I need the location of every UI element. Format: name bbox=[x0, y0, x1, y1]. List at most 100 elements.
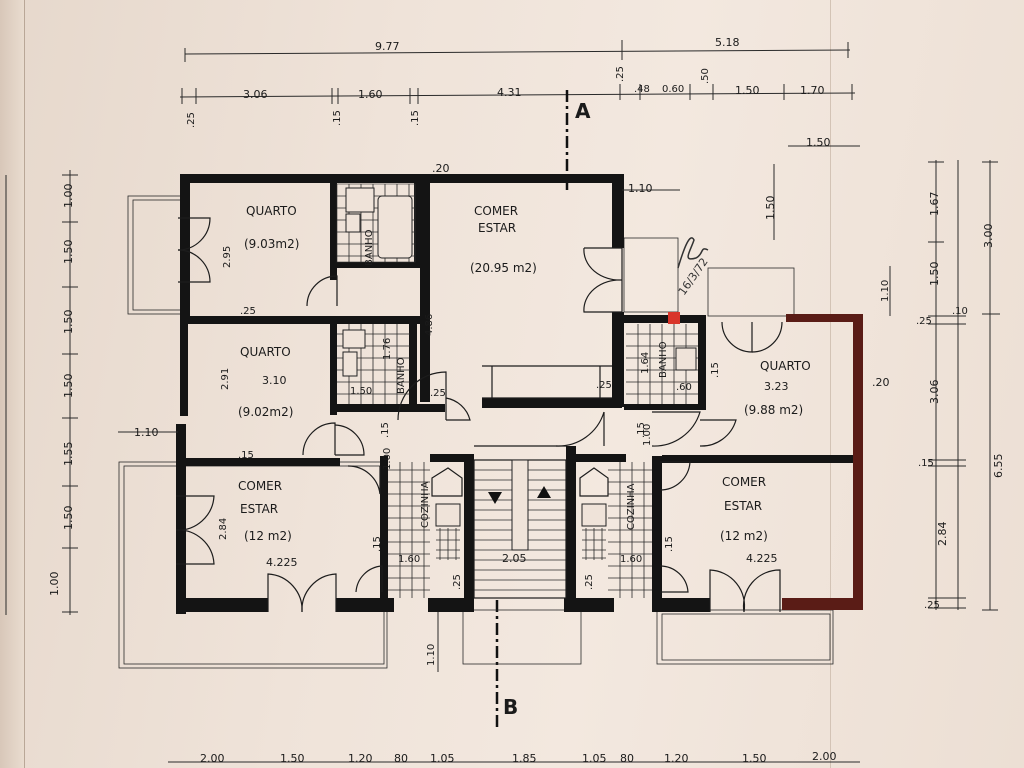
walls bbox=[176, 174, 863, 614]
dim-bottom-5: 1.05 bbox=[430, 752, 455, 765]
dim-top-25b: .25 bbox=[615, 66, 626, 82]
room-area-comer-estar-top: (20.95 m2) bbox=[470, 261, 537, 275]
room-label-estar-top: ESTAR bbox=[478, 221, 516, 235]
dim-top-wall-20: .20 bbox=[432, 162, 450, 175]
room-label-comer-left: COMER bbox=[238, 479, 282, 493]
dim-misc-15a: .15 bbox=[380, 422, 391, 438]
dim-comer-estar-left-height: 2.84 bbox=[218, 518, 229, 540]
dim-left-3: 1.50 bbox=[62, 310, 75, 335]
dim-right-c2-2: 6.55 bbox=[992, 454, 1005, 479]
dim-comer-estar-top: 4.86 bbox=[424, 314, 435, 336]
dim-top-25a: .25 bbox=[186, 112, 197, 128]
dim-left-5: 1.55 bbox=[62, 442, 75, 467]
dim-bottom-7: 1.05 bbox=[582, 752, 607, 765]
dim-top-15b: .15 bbox=[410, 110, 421, 126]
dim-right-c2-1: 3.00 bbox=[982, 224, 995, 249]
room-area-quarto-2: (9.02m2) bbox=[238, 405, 293, 419]
bottom-dimension-chain: 2.00 1.50 1.20 80 1.05 1.85 1.05 80 1.20… bbox=[168, 750, 860, 765]
dim-left-7: 1.00 bbox=[48, 572, 61, 597]
dim-bottom-10: 1.50 bbox=[742, 752, 767, 765]
dim-cozinha-left-3: .15 bbox=[372, 536, 383, 552]
stairs: 2.05 bbox=[473, 445, 567, 599]
dim-right-c1-2: 1.50 bbox=[928, 262, 941, 287]
dim-quarto-1-wall: .25 bbox=[240, 306, 256, 317]
right-dimension-chain: 1.50 1.50 1.10 1.10 .10 .20 1.67 1.50 .2… bbox=[622, 136, 1005, 611]
dim-top-1-50: 1.50 bbox=[735, 84, 760, 97]
section-line-a: A bbox=[565, 90, 591, 190]
dim-top-50: .50 bbox=[700, 68, 711, 84]
room-label-comer-top-1: COMER bbox=[474, 204, 518, 218]
dim-top-1-60: 1.60 bbox=[358, 88, 383, 101]
dim-quarto-3-wall: .15 bbox=[710, 362, 721, 378]
dim-misc-15b: .15 bbox=[636, 422, 647, 438]
room-label-banho-1: BANHO bbox=[364, 229, 375, 266]
dim-bottom-4: 80 bbox=[394, 752, 408, 765]
dim-right-c1-7: .25 bbox=[924, 600, 940, 611]
room-label-comer-right: COMER bbox=[722, 475, 766, 489]
dim-quarto-2-wall: .15 bbox=[238, 450, 254, 461]
doors bbox=[175, 217, 783, 613]
dim-quarto-2-height: 2.91 bbox=[220, 368, 231, 390]
dim-cozinha-right-2: .25 bbox=[584, 574, 595, 590]
handwritten-note: 16/3/72 bbox=[676, 237, 711, 298]
left-dimension-chain: 1.00 1.50 1.50 1.50 1.55 1.50 1.00 1.10 bbox=[5, 170, 178, 615]
room-label-banho-2: BANHO bbox=[396, 357, 407, 394]
dim-bottom-6: 1.85 bbox=[512, 752, 537, 765]
dim-right-150-v: 1.50 bbox=[764, 196, 777, 221]
dim-top-4-31: 4.31 bbox=[497, 86, 522, 99]
dim-misc-100a: 1.00 bbox=[382, 448, 393, 470]
section-marker-a: A bbox=[575, 99, 591, 123]
room-labels: QUARTO (9.03m2) 2.95 .25 BANHO COMER EST… bbox=[218, 162, 811, 590]
dim-quarto-3-width: 3.23 bbox=[764, 380, 789, 393]
dim-banho-3: 1.64 bbox=[640, 352, 651, 374]
dim-misc-25a: .25 bbox=[430, 388, 446, 399]
dim-banho-2-width: 1.50 bbox=[350, 386, 372, 397]
room-area-quarto-3: (9.88 m2) bbox=[744, 403, 803, 417]
room-label-quarto-2: QUARTO bbox=[240, 345, 291, 359]
interior-dims: .25 .25 .15 .15 1.00 1.00 1.10 bbox=[380, 380, 653, 672]
dim-left-6: 1.50 bbox=[62, 506, 75, 531]
stair-width-dim: 2.05 bbox=[502, 552, 527, 565]
dim-bottom-9: 1.20 bbox=[664, 752, 689, 765]
room-area-comer-estar-left: (12 m2) bbox=[244, 529, 292, 543]
dim-right-150-h: 1.50 bbox=[806, 136, 831, 149]
section-line-b: B bbox=[495, 600, 518, 730]
room-label-estar-left: ESTAR bbox=[240, 502, 278, 516]
section-marker-b: B bbox=[503, 695, 518, 719]
dim-left-1: 1.00 bbox=[62, 184, 75, 209]
room-label-cozinha-right: COZINHA bbox=[626, 483, 637, 530]
dim-quarto-2-width: 3.10 bbox=[262, 374, 287, 387]
room-label-cozinha-left: COZINHA bbox=[420, 481, 431, 528]
dim-cozinha-right: 1.60 bbox=[620, 554, 642, 565]
dim-cozinha-left: 1.60 bbox=[398, 554, 420, 565]
dim-right-c1-4: 3.06 bbox=[928, 380, 941, 405]
dim-bottom-2: 1.50 bbox=[280, 752, 305, 765]
dim-left-balcony: 1.10 bbox=[134, 426, 159, 439]
room-label-estar-right: ESTAR bbox=[724, 499, 762, 513]
dim-top-5-18: 5.18 bbox=[715, 36, 740, 49]
dim-right-c1-6: 2.84 bbox=[936, 522, 949, 547]
dim-right-110-side: 1.10 bbox=[880, 280, 891, 302]
dim-top-060: 0.60 bbox=[662, 84, 684, 95]
room-label-quarto-1: QUARTO bbox=[246, 204, 297, 218]
dim-top-3-06: 3.06 bbox=[243, 88, 268, 101]
room-label-quarto-3: QUARTO bbox=[760, 359, 811, 373]
dim-comer-estar-left: 4.225 bbox=[266, 556, 298, 569]
dim-right-20: .20 bbox=[872, 376, 890, 389]
dim-misc-110: 1.10 bbox=[426, 644, 437, 666]
dim-left-4: 1.50 bbox=[62, 374, 75, 399]
paper-edge-left bbox=[0, 0, 25, 768]
room-area-quarto-1: (9.03m2) bbox=[244, 237, 299, 251]
dim-cozinha-right-3: .15 bbox=[664, 536, 675, 552]
dim-top-15a: .15 bbox=[332, 110, 343, 126]
dim-banho-3-width: .60 bbox=[676, 382, 692, 393]
dim-misc-100b: 1.00 bbox=[642, 424, 653, 446]
dim-comer-estar-right: 4.225 bbox=[746, 552, 778, 565]
dim-right-10: .10 bbox=[952, 306, 968, 317]
dim-top-9-77: 9.77 bbox=[375, 40, 400, 53]
handwritten-date: 16/3/72 bbox=[676, 256, 711, 298]
dim-left-2: 1.50 bbox=[62, 240, 75, 265]
dim-bottom-8: 80 bbox=[620, 752, 634, 765]
dim-right-c1-1: 1.67 bbox=[928, 192, 941, 217]
